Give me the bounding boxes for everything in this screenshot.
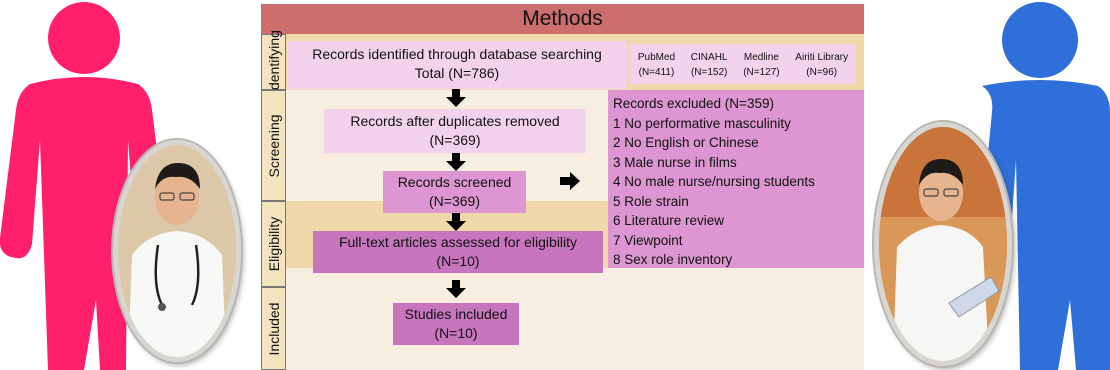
identified-box: Records identified through database sear… [287, 41, 627, 89]
excluded-item: 7 Viewpoint [613, 232, 683, 248]
after-duplicates-box: Records after duplicates removed (N=369) [324, 109, 586, 153]
stage-identifying: Identifying [261, 30, 286, 94]
databases-box: PubMed(N=411) CINAHL(N=152) Medline(N=12… [630, 44, 856, 84]
stage-included: Included [261, 287, 286, 370]
arrow-down-icon [446, 89, 466, 107]
db-medline: Medline(N=127) [743, 52, 780, 78]
male-doctor-photo [113, 140, 241, 362]
arrow-down-icon [446, 213, 466, 231]
methods-title: Methods [261, 4, 864, 34]
db-pubmed: PubMed(N=411) [637, 52, 676, 78]
screened-box: Records screened (N=369) [383, 171, 526, 213]
db-airiti: Airiti Library(N=96) [795, 52, 849, 78]
eligibility-box: Full-text articles assessed for eligibil… [313, 231, 603, 273]
excluded-item: 3 Male nurse in films [613, 154, 737, 170]
excluded-item: 6 Literature review [613, 213, 725, 228]
excluded-item: 8 Sex role inventory [613, 252, 733, 267]
db-cinahl: CINAHL(N=152) [690, 52, 728, 78]
male-figure-icon [979, 2, 1110, 370]
excluded-item: 1 No performative masculinity [613, 115, 791, 131]
excluded-heading: Records excluded (N=359) [613, 96, 774, 111]
arrow-down-icon [446, 153, 466, 171]
excluded-item: 5 Role strain [613, 193, 689, 209]
stage-screening: Screening [261, 90, 286, 201]
stage-eligibility: Eligibility [261, 201, 286, 287]
identified-line2: Total (N=786) [414, 65, 500, 81]
excluded-item: 2 No English or Chinese [613, 135, 759, 150]
arrow-down-icon [446, 280, 466, 298]
excluded-item: 4 No male nurse/nursing students [613, 174, 815, 189]
arrow-right-icon [560, 172, 580, 190]
included-box: Studies included (N=10) [393, 303, 519, 345]
identified-line1: Records identified through database sear… [312, 46, 602, 62]
excluded-box: Records excluded (N=359) 1 No performati… [608, 90, 864, 268]
male-nurse-photo [874, 122, 1012, 366]
